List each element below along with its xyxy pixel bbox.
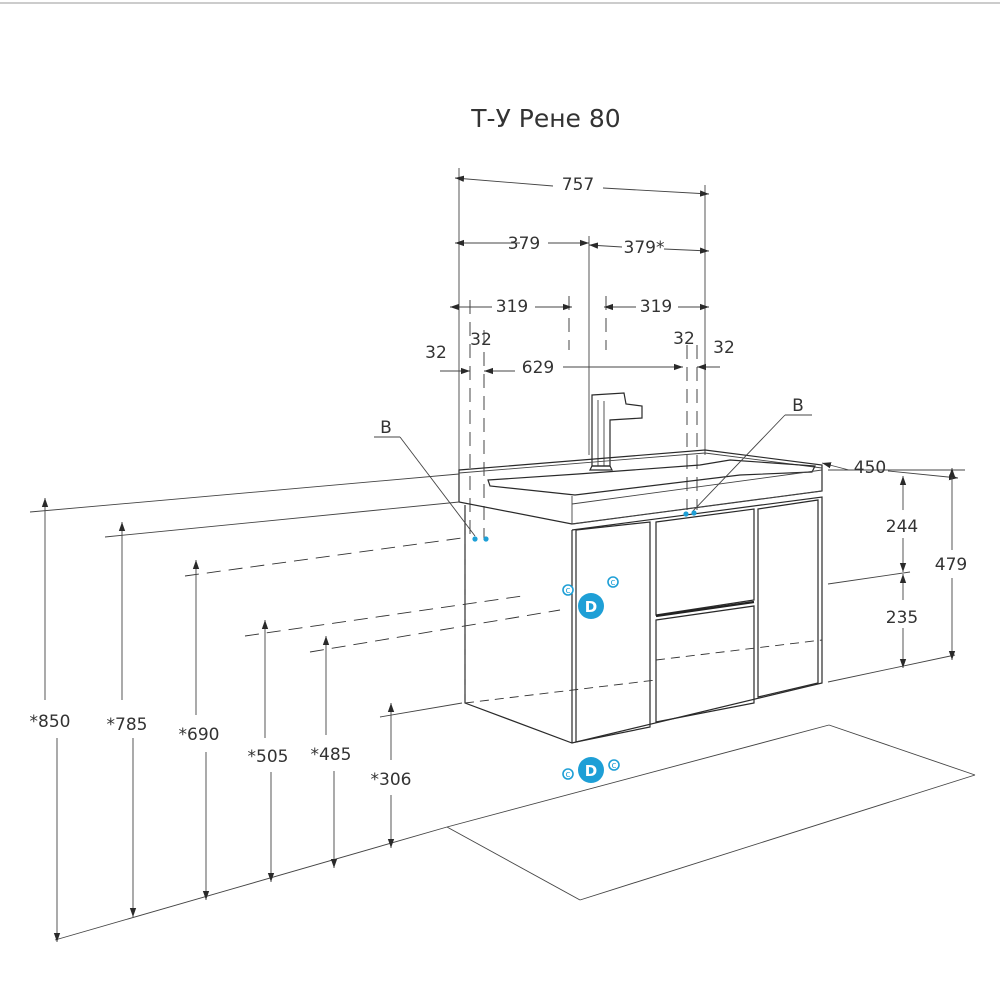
label-379: 379 [508, 234, 540, 254]
label-32-b: 32 [470, 330, 492, 350]
label-450: 450 [854, 458, 886, 478]
leader-lines [374, 414, 812, 537]
right-dimensions [821, 462, 965, 683]
label-235: 235 [886, 608, 918, 628]
label-850: *850 [30, 712, 71, 732]
svg-text:c: c [566, 586, 571, 596]
label-785: *785 [107, 715, 148, 735]
connection-dot [483, 536, 489, 542]
water-connection-c1: c [562, 584, 574, 596]
cabinet [464, 496, 823, 744]
label-mark-b-left: B [380, 418, 392, 438]
washbasin [458, 449, 823, 525]
label-319-right: 319 [640, 297, 672, 317]
connection-dot [691, 510, 697, 516]
label-32-c: 32 [673, 329, 695, 349]
label-319-left: 319 [496, 297, 528, 317]
label-32-a: 32 [425, 343, 447, 363]
water-connection-c3: c [562, 768, 574, 780]
label-629: 629 [522, 358, 554, 378]
drain-connection-d2: D [578, 757, 604, 783]
label-379-star: 379* [624, 238, 665, 258]
svg-text:c: c [611, 578, 616, 588]
height-extension-lines [29, 473, 561, 941]
connection-markers: c c D c c D [472, 510, 697, 783]
water-connection-c4: c [608, 759, 620, 771]
top-dimensions [440, 175, 720, 375]
label-mark-b-right: B [792, 396, 804, 416]
label-244: 244 [886, 517, 918, 537]
water-connection-c2: c [607, 576, 619, 588]
drawing-title: Т-У Рене 80 [470, 104, 620, 133]
drain-connection-d1: D [578, 593, 604, 619]
label-690: *690 [179, 725, 220, 745]
label-32-d: 32 [713, 338, 735, 358]
label-505: *505 [248, 747, 289, 767]
floor-outline [446, 724, 976, 901]
height-dimensions [41, 498, 395, 942]
svg-text:D: D [585, 598, 597, 616]
label-757: 757 [562, 175, 594, 195]
svg-text:c: c [612, 761, 617, 771]
label-479: 479 [935, 555, 967, 575]
label-485: *485 [311, 745, 352, 765]
svg-text:c: c [566, 770, 571, 780]
faucet [589, 392, 643, 471]
connection-dot [472, 536, 478, 542]
dimension-labels: 757 379 379* 319 319 32 32 32 32 629 450… [30, 175, 968, 790]
label-306: *306 [371, 770, 412, 790]
connection-dot [683, 511, 689, 517]
svg-text:D: D [585, 762, 597, 780]
